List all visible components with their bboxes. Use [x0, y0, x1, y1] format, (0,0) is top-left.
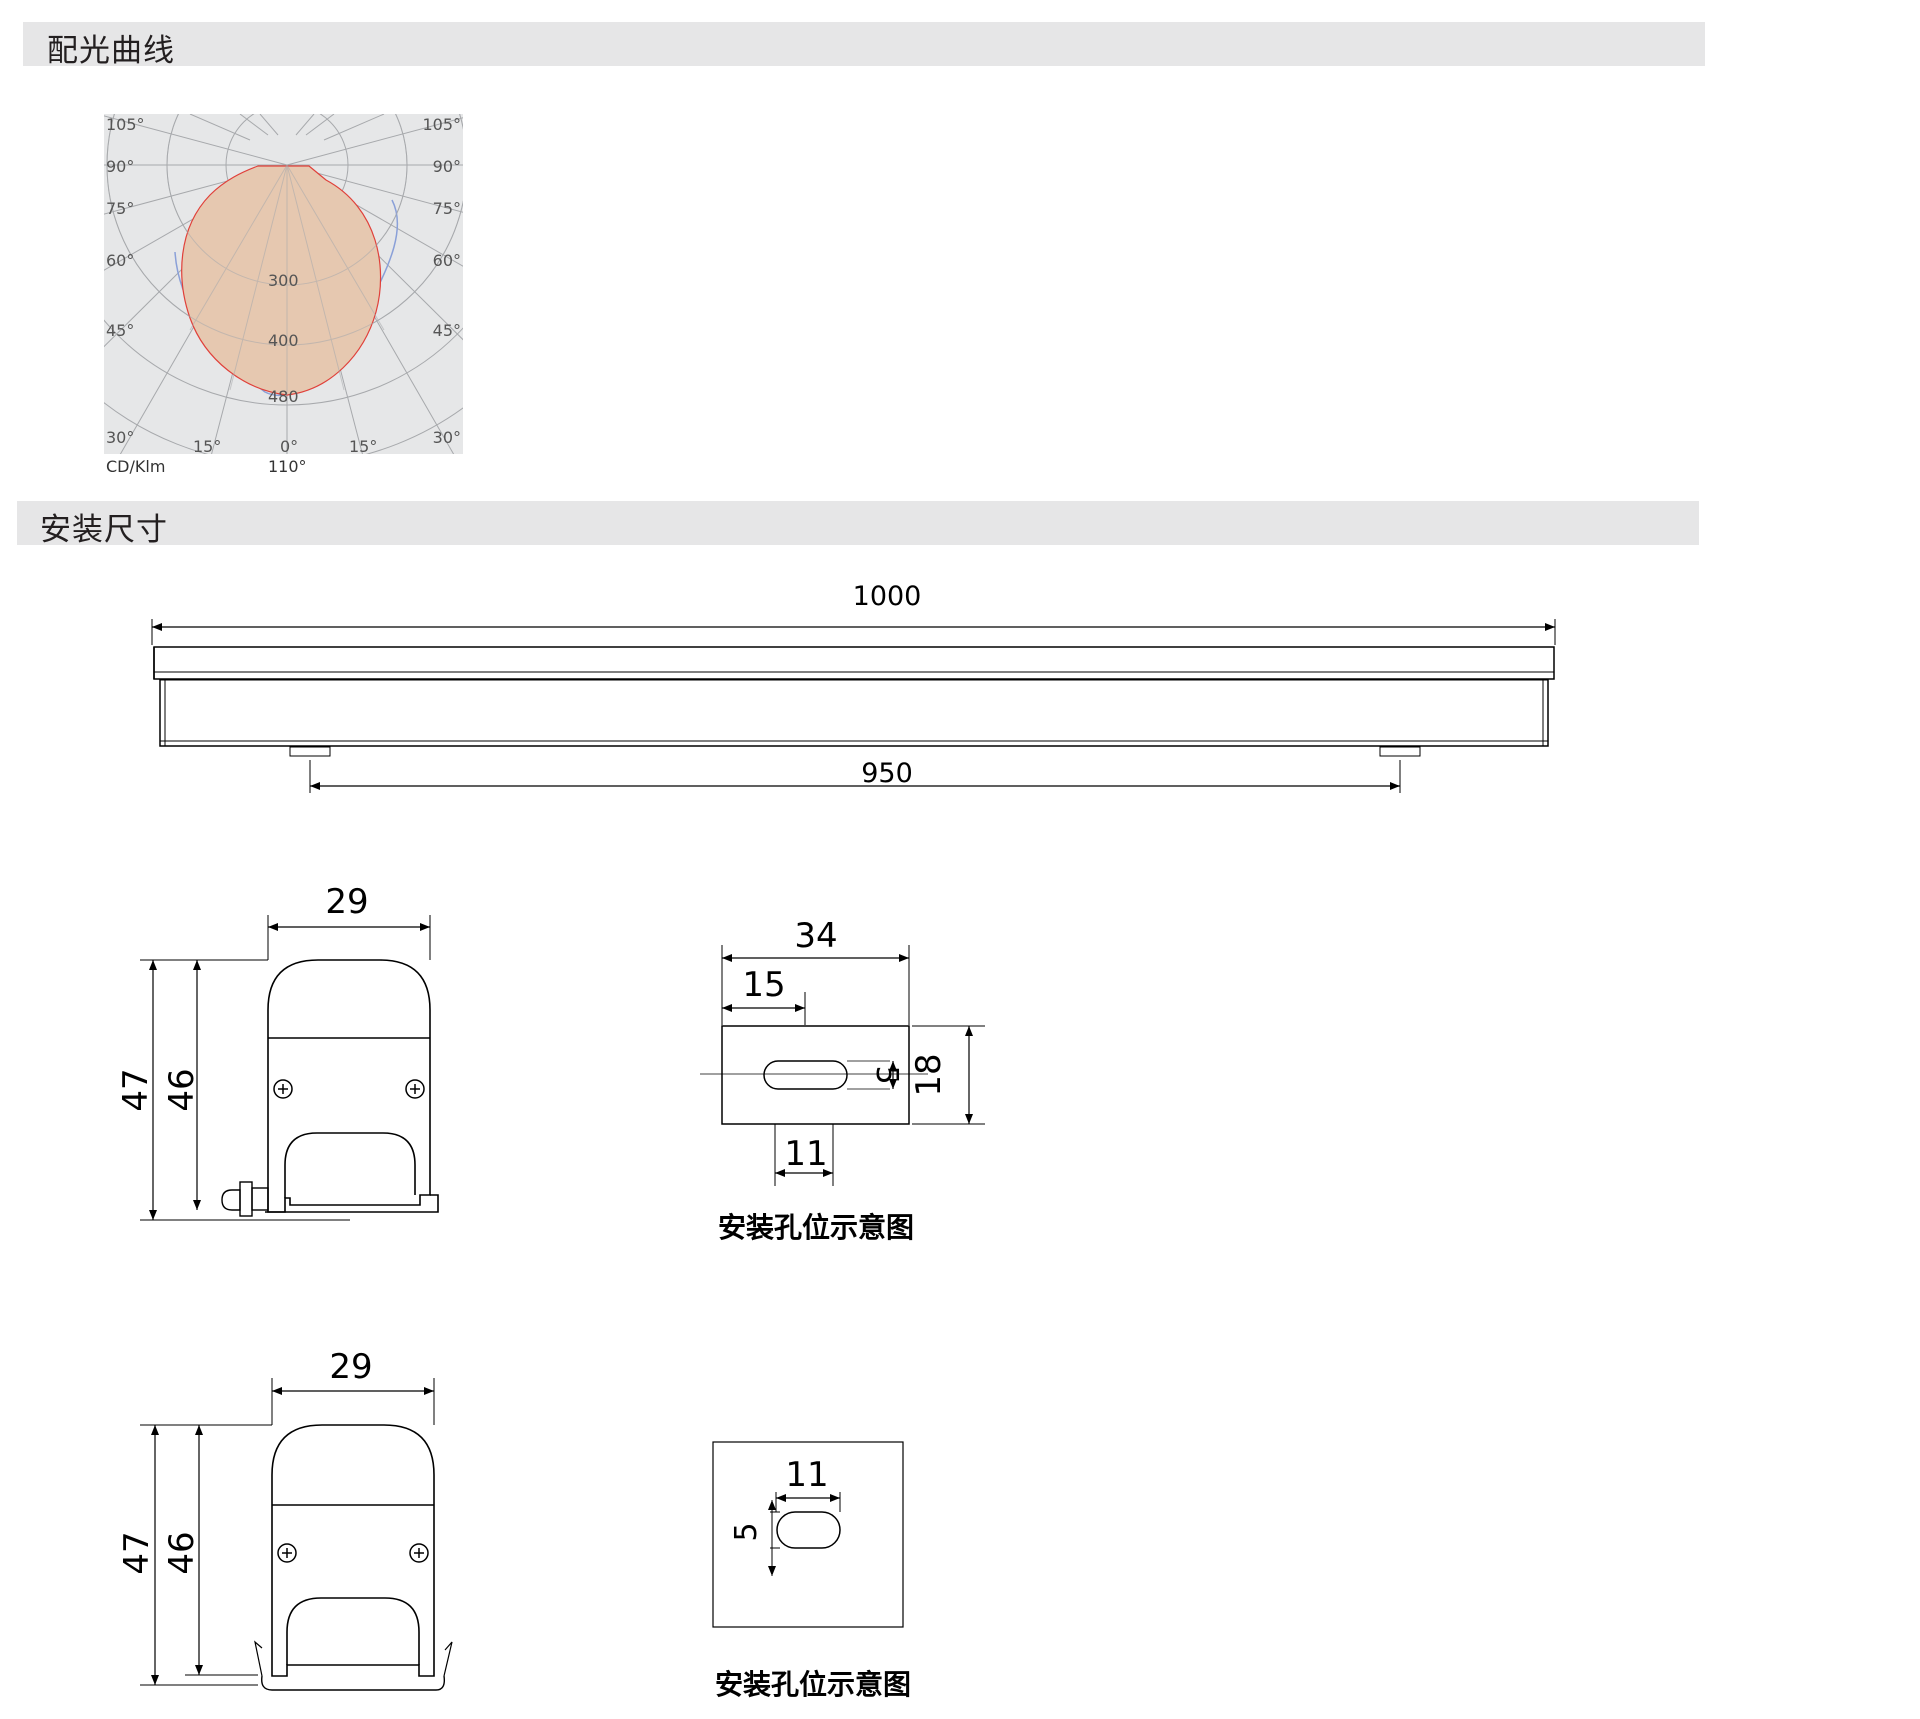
- angle-label-right: 60°: [433, 251, 461, 270]
- dimension-height-outer: 47: [116, 1068, 156, 1111]
- angle-label-left: 15°: [193, 437, 221, 456]
- section-title: 配光曲线: [47, 33, 175, 69]
- angle-label-left: 30°: [106, 428, 134, 447]
- radial-label: 400: [268, 331, 299, 350]
- angle-label-left: 45°: [106, 321, 134, 340]
- dimension-height-inner: 46: [162, 1531, 202, 1574]
- hole-diagram-caption: 安装孔位示意图: [715, 1668, 911, 1701]
- hole-diagram-a: 34 15 5 18 11 安装孔位示意图: [700, 916, 985, 1244]
- dimension-height-inner: 46: [162, 1068, 202, 1111]
- mounting-slot: [763, 1060, 848, 1090]
- dimension-width: 29: [329, 1347, 372, 1387]
- profile-housing: [267, 1038, 431, 1213]
- angle-label-left: 60°: [106, 251, 134, 270]
- screw-icon: [409, 1543, 429, 1563]
- hole-diagram-b: 11 5 安装孔位示意图: [712, 1441, 911, 1701]
- dimension-total-length: 1000: [853, 581, 922, 612]
- angle-label-right: 15°: [349, 437, 377, 456]
- dimension-offset: 15: [742, 965, 785, 1005]
- angle-label-right: 90°: [433, 157, 461, 176]
- angle-label-right: 105°: [422, 115, 461, 134]
- section-header-install-dimensions: 安装尺寸: [17, 501, 1699, 548]
- dimension-slot-width: 11: [785, 1455, 828, 1495]
- fixture-top-section: [153, 646, 1555, 680]
- profile-base: [265, 1194, 439, 1213]
- profile-view-a: 29 47 46: [116, 882, 439, 1221]
- dimension-plate-width: 34: [794, 916, 837, 956]
- mount-clip-left: [289, 746, 331, 757]
- angle-label-left: 105°: [106, 115, 145, 134]
- mounting-slot: [776, 1511, 841, 1549]
- dimension-plate-height: 18: [909, 1053, 949, 1096]
- fixture-body: [159, 679, 1549, 747]
- angle-label-left: 90°: [106, 157, 134, 176]
- hole-diagram-caption: 安装孔位示意图: [718, 1211, 914, 1244]
- profile-lens: [267, 959, 431, 1038]
- profile-view-b: 29 47 46: [117, 1347, 453, 1691]
- mounting-plate: [721, 1025, 910, 1125]
- dimension-height-outer: 47: [117, 1531, 157, 1574]
- spring-clip: [261, 1675, 446, 1691]
- screw-icon: [405, 1079, 425, 1099]
- fixture-side-view: 1000 950: [151, 581, 1556, 793]
- profile-lens: [271, 1424, 435, 1505]
- angle-label-center: 0°: [280, 437, 298, 456]
- dimension-slot-width: 11: [784, 1134, 827, 1174]
- mount-knob: [221, 1189, 241, 1211]
- dimension-slot-height: 5: [869, 1065, 904, 1084]
- section-title: 安装尺寸: [40, 512, 168, 548]
- beam-angle-label: 110°: [268, 457, 307, 476]
- screw-icon: [277, 1543, 297, 1563]
- dimension-width: 29: [325, 882, 368, 922]
- dimension-slot-height: 5: [729, 1522, 764, 1541]
- section-header-light-distribution: 配光曲线: [23, 22, 1705, 69]
- mount-clip-right: [1379, 746, 1421, 757]
- radial-label: 480: [268, 387, 299, 406]
- angle-label-right: 30°: [433, 428, 461, 447]
- dimension-mount-spacing: 950: [861, 758, 913, 789]
- screw-icon: [273, 1079, 293, 1099]
- cutout-panel: [712, 1441, 904, 1628]
- radial-label: 300: [268, 271, 299, 290]
- angle-label-left: 75°: [106, 199, 134, 218]
- profile-housing: [271, 1505, 435, 1677]
- polar-diagram: 105° 90° 75° 60° 45° 30° 15° 105° 90° 75…: [104, 114, 463, 476]
- angle-label-right: 45°: [433, 321, 461, 340]
- angle-label-right: 75°: [433, 199, 461, 218]
- unit-label: CD/Klm: [106, 457, 165, 476]
